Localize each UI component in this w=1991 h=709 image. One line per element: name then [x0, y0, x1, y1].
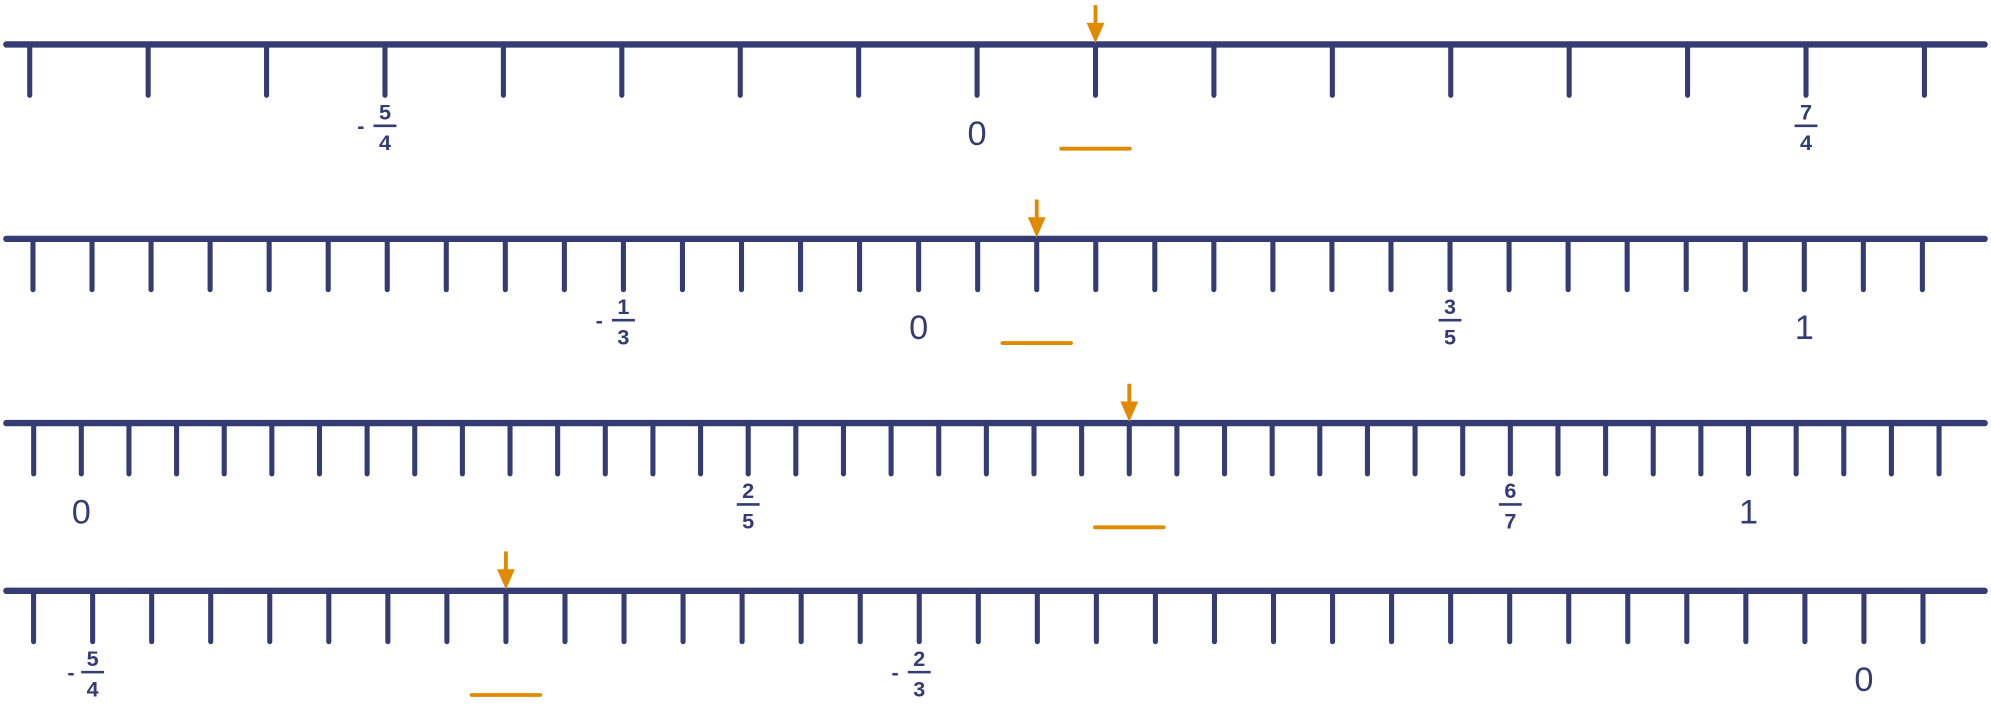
tick-label: 1: [1795, 309, 1814, 347]
negative-sign: -: [67, 660, 74, 685]
fraction-label: 2 3-: [892, 646, 931, 701]
number-line-4: 54-23-0: [3, 551, 1988, 701]
fraction-numerator: 6: [1504, 478, 1516, 503]
fraction-numerator: 5: [87, 646, 99, 671]
fraction-numerator: 2: [913, 646, 925, 671]
fraction-denominator: 4: [379, 130, 391, 155]
negative-sign: -: [357, 113, 364, 138]
fraction-denominator: 7: [1504, 509, 1516, 534]
tick-label: 0: [968, 115, 987, 153]
negative-sign: -: [596, 308, 603, 333]
arrow-down-icon: [1086, 5, 1105, 44]
fraction-label: 67: [1498, 478, 1522, 534]
arrow-down-icon: [497, 551, 515, 590]
tick-label: 0: [909, 309, 928, 347]
fraction-denominator: 5: [1444, 324, 1456, 349]
arrow-down-icon: [1027, 199, 1046, 238]
tick-label: 1: [1739, 493, 1758, 531]
fraction-label: 35: [1438, 294, 1462, 349]
fraction-denominator: 3: [617, 324, 629, 349]
fraction-label: 5 4-: [67, 646, 105, 701]
fraction-denominator: 5: [742, 509, 754, 534]
fraction-numerator: 7: [1800, 99, 1812, 124]
fraction-denominator: 4: [1800, 130, 1812, 155]
fraction-label: 74: [1794, 99, 1818, 155]
fraction-numerator: 3: [1444, 294, 1456, 319]
fraction-label: 25: [736, 478, 760, 534]
fraction-denominator: 3: [913, 676, 925, 701]
fraction-numerator: 1: [617, 294, 629, 319]
negative-sign: -: [892, 660, 899, 685]
arrow-down-icon: [1120, 383, 1139, 422]
tick-label: 0: [72, 493, 91, 531]
tick-label: 0: [1854, 661, 1873, 699]
fraction-label: 1 3-: [596, 294, 635, 349]
fraction-denominator: 4: [87, 676, 99, 701]
fraction-numerator: 2: [742, 478, 754, 503]
fraction-label: 5 4-: [357, 99, 397, 155]
number-line-1: 54-074: [3, 5, 1988, 155]
fraction-numerator: 5: [379, 99, 391, 124]
